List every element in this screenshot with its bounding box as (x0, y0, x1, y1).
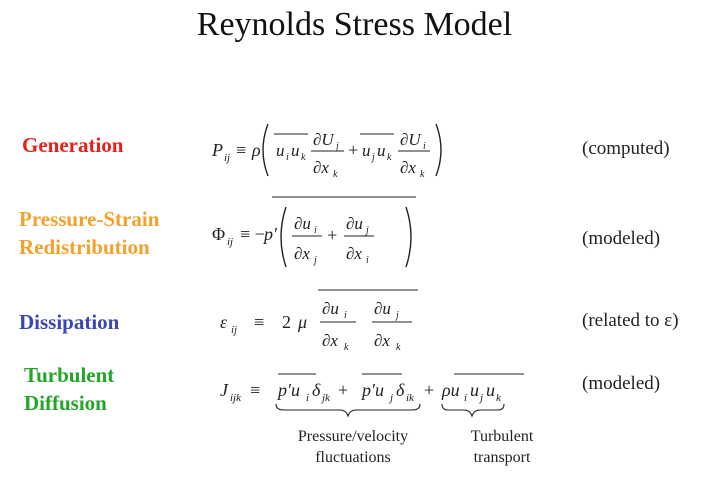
svg-text:u: u (291, 141, 300, 160)
svg-text:≡: ≡ (236, 140, 246, 160)
svg-text:jk: jk (320, 392, 331, 404)
svg-text:∂u: ∂u (374, 299, 391, 318)
turbulent-diffusion-label: Turbulent Diffusion (24, 363, 115, 415)
pressure-strain-label: Pressure-Strain Redistribution (19, 207, 160, 259)
svg-text:k: k (301, 152, 306, 163)
svg-text:∂u: ∂u (294, 214, 311, 233)
svg-text:i: i (306, 392, 309, 404)
svg-text:j: j (478, 392, 483, 404)
svg-text:k: k (396, 342, 401, 353)
svg-text:+: + (338, 380, 348, 400)
svg-text:ε: ε (220, 312, 228, 332)
svg-text:ρu: ρu (441, 380, 460, 400)
svg-text:k: k (387, 152, 392, 163)
svg-text:Φ: Φ (212, 224, 225, 244)
svg-text:j: j (388, 392, 393, 404)
svg-text:k: k (344, 342, 349, 353)
svg-text:j: j (394, 310, 399, 321)
svg-text:j: j (370, 152, 375, 163)
dissipation-label: Dissipation (19, 310, 120, 334)
svg-text:∂x: ∂x (313, 158, 329, 177)
svg-text:∂U: ∂U (313, 130, 335, 149)
svg-text:≡: ≡ (254, 312, 264, 332)
svg-text:ρ: ρ (251, 140, 261, 160)
slide-title: Reynolds Stress Model (196, 6, 513, 43)
svg-text:∂x: ∂x (294, 244, 310, 263)
svg-text:∂u: ∂u (322, 299, 339, 318)
generation-note: (computed) (582, 138, 670, 159)
svg-text:j: j (364, 225, 369, 236)
svg-text:ij: ij (224, 152, 230, 164)
svg-text:p′u: p′u (360, 380, 384, 400)
svg-text:j: j (312, 255, 317, 266)
svg-text:μ: μ (297, 312, 307, 332)
svg-text:k: k (420, 169, 425, 180)
svg-text:∂x: ∂x (400, 158, 416, 177)
svg-text:ij: ij (227, 236, 233, 248)
svg-text:i: i (464, 392, 467, 404)
svg-text:∂x: ∂x (374, 331, 390, 350)
svg-text:i: i (314, 225, 317, 236)
svg-text:p′u: p′u (276, 380, 300, 400)
svg-text:k: k (333, 169, 338, 180)
svg-text:+: + (424, 380, 434, 400)
svg-text:∂x: ∂x (346, 244, 362, 263)
svg-text:i: i (366, 255, 369, 266)
svg-text:δ: δ (312, 380, 321, 400)
svg-text:u: u (486, 380, 495, 400)
svg-text:i: i (344, 310, 347, 321)
svg-text:ij: ij (231, 324, 237, 336)
svg-text:u: u (362, 141, 371, 160)
svg-text:+: + (326, 225, 338, 245)
svg-text:≡ −: ≡ − (240, 224, 265, 244)
turbulent-transport-label: Turbulent transport (470, 428, 534, 466)
diffusion-note: (modeled) (582, 373, 661, 394)
svg-text:ijk: ijk (230, 392, 242, 404)
svg-text:δ: δ (396, 380, 405, 400)
pressure-velocity-label: Pressure/velocity fluctuations (297, 428, 409, 466)
svg-text:≡: ≡ (250, 380, 260, 400)
svg-text:j: j (334, 141, 339, 152)
svg-text:∂x: ∂x (322, 331, 338, 350)
svg-text:u: u (377, 141, 386, 160)
svg-text:p′: p′ (262, 224, 278, 244)
svg-text:u: u (470, 380, 479, 400)
svg-text:i: i (286, 152, 289, 163)
svg-text:∂U: ∂U (400, 130, 422, 149)
svg-text:J: J (220, 380, 229, 400)
svg-text:k: k (496, 392, 502, 404)
dissipation-note: (related to ε) (582, 310, 679, 331)
pressure-strain-note: (modeled) (582, 228, 661, 249)
svg-text:2: 2 (282, 312, 291, 332)
svg-text:P: P (211, 140, 223, 160)
svg-text:i: i (423, 141, 426, 152)
generation-label: Generation (22, 133, 124, 157)
svg-text:+: + (347, 140, 359, 160)
svg-text:ik: ik (406, 392, 415, 404)
svg-text:u: u (276, 141, 285, 160)
svg-text:∂u: ∂u (346, 214, 363, 233)
